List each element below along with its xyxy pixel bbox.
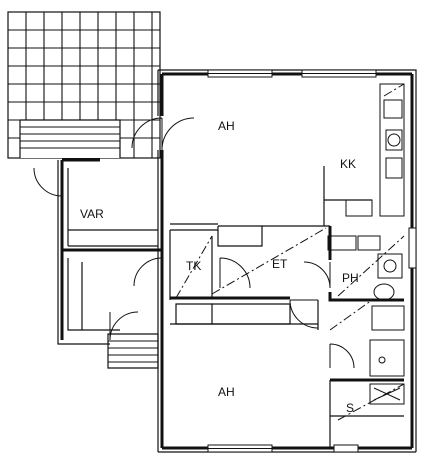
kitchen-fixtures	[345, 83, 405, 217]
overhead-dash-lines	[175, 227, 405, 421]
windows	[207, 69, 417, 453]
room-label-et: ET	[272, 257, 288, 271]
room-label-tk: TK	[186, 259, 201, 273]
room-label-s: S	[346, 401, 354, 415]
entry-stairs	[107, 333, 159, 369]
room-label-ah-upper: AH	[218, 119, 235, 133]
room-label-ah-lower: AH	[218, 385, 235, 399]
balcony-grid	[7, 11, 161, 159]
interior-walls	[169, 166, 404, 448]
room-labels: AH KK VAR TK ET PH AH S	[80, 119, 359, 415]
room-label-var: VAR	[80, 207, 104, 221]
room-label-ph: PH	[342, 271, 359, 285]
room-label-kk: KK	[340, 157, 356, 171]
door-swings	[33, 117, 355, 369]
bathroom-fixtures	[327, 235, 405, 405]
